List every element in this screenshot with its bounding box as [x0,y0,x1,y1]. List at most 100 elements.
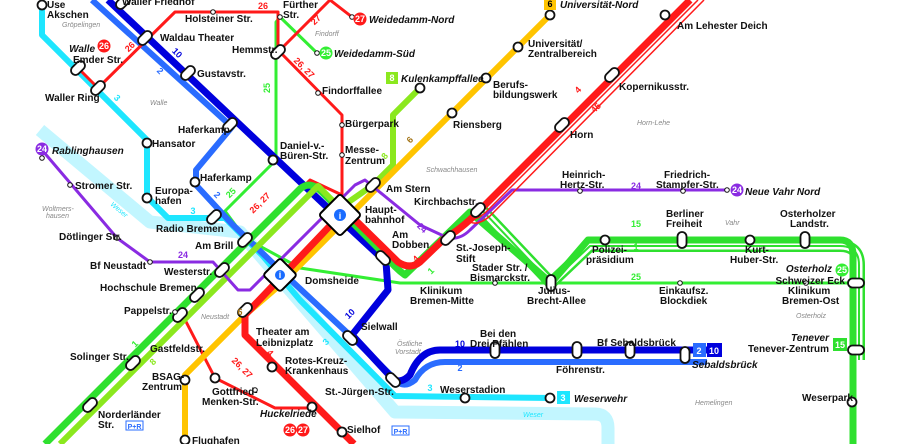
terminus-sebaldsbrueck[interactable]: Sebaldsbrück [692,360,758,371]
station-label[interactable]: Am Brill [195,241,234,252]
line-2[interactable] [89,0,707,388]
line-1[interactable] [42,181,857,444]
station-marker[interactable] [147,259,153,265]
station-marker[interactable] [277,14,283,20]
station-label[interactable]: Gastfeldstr. [150,344,205,355]
station-label[interactable]: Universität/ [528,39,583,50]
station-label[interactable]: St.-Joseph- [456,243,510,254]
station-marker[interactable] [847,344,865,356]
station-label[interactable]: Fürther [283,0,318,11]
station-marker[interactable] [315,90,321,96]
station-label[interactable]: Am Lehester Deich [677,21,768,32]
station-label[interactable]: Bremen-Mitte [410,296,474,307]
station-marker[interactable] [489,341,501,359]
line-45-a[interactable] [467,0,699,220]
station-marker[interactable] [577,188,583,194]
station-marker[interactable] [624,341,636,359]
terminus-weidedamm-nord[interactable]: Weidedamm-Nord [369,15,455,26]
station-label[interactable]: Bürgerpark [345,119,399,130]
station-marker[interactable] [571,341,583,359]
station-label[interactable]: Holsteiner Str. [185,14,253,25]
station-label[interactable]: Klinikum [420,286,462,297]
terminus-universitaet-nord[interactable]: Universität-Nord [560,0,639,11]
station-label[interactable]: Bei den [480,329,516,340]
station-label[interactable]: Stader Str. / [472,263,528,274]
station-label[interactable]: Föhrenstr. [556,365,605,376]
station-label[interactable]: Flughafen [192,436,240,444]
station-label[interactable]: Messe- [345,145,379,156]
station-label[interactable]: Kirchbachstr. [414,197,478,208]
station-label[interactable]: Use [47,0,66,11]
station-marker[interactable] [114,0,132,11]
station-label[interactable]: präsidium [586,255,634,266]
station-label[interactable]: Zentralbereich [528,49,597,60]
station-marker[interactable] [213,261,231,279]
line-27[interactable] [278,0,353,52]
station-label[interactable]: Friedrich- [664,170,710,181]
station-marker[interactable] [136,29,154,47]
station-marker[interactable] [603,66,621,84]
station-marker[interactable] [744,234,756,246]
station-label[interactable]: Brecht-Allee [527,296,586,307]
station-label[interactable]: Klinikum [788,286,830,297]
station-label[interactable]: Waller Friedhof [122,0,195,8]
station-label[interactable]: Kurt- [745,245,769,256]
station-label[interactable]: St.-Jürgen-Str. [325,387,394,398]
station-marker[interactable] [680,188,686,194]
terminus-weidedamm-sued[interactable]: Weidedamm-Süd [334,49,416,60]
station-marker[interactable] [544,9,556,21]
station-marker[interactable] [544,392,556,404]
station-label[interactable]: Einkaufsz. [659,286,709,297]
station-marker[interactable] [846,396,858,408]
station-label[interactable]: Huber-Str. [730,255,779,266]
station-marker[interactable] [469,201,487,219]
station-marker[interactable] [252,387,258,393]
station-label[interactable]: Bf Sebaldsbrück [597,338,676,349]
station-label[interactable]: Sielhof [347,425,381,436]
station-marker[interactable] [179,374,191,386]
station-label[interactable]: Haferkamp [178,125,230,136]
station-marker[interactable] [414,82,426,94]
station-label[interactable]: Waller Ring [45,93,100,104]
station-label[interactable]: Zentrum [345,156,385,167]
station-label[interactable]: Haupt- [365,205,397,216]
station-label[interactable]: Pappelstr. [124,306,172,317]
station-marker[interactable] [267,154,279,166]
station-marker[interactable] [124,354,142,372]
station-label[interactable]: Waldau Theater [160,33,234,44]
station-label[interactable]: Gustavstr. [197,69,246,80]
station-label[interactable]: Stift [456,254,476,265]
station-label[interactable]: bahnhof [365,215,405,226]
station-label[interactable]: Freiheit [666,219,703,230]
station-label[interactable]: Weserpark [802,393,853,404]
station-label[interactable]: Landstr. [790,219,829,230]
station-label[interactable]: Findorffallee [322,86,382,97]
station-marker[interactable] [266,361,278,373]
station-label[interactable]: hafen [155,196,182,207]
station-marker[interactable] [799,231,811,249]
station-label[interactable]: Hemmstr. [232,45,278,56]
station-marker[interactable] [81,396,99,414]
station-label[interactable]: Blockdiek [660,296,708,307]
station-label[interactable]: Bremen-Ost [782,296,840,307]
station-label[interactable]: Schweizer Eck [776,276,846,287]
terminus-kulenkampffallee[interactable]: Kulenkampffallee [401,74,484,85]
station-marker[interactable] [512,41,524,53]
station-label[interactable]: Leibnizplatz [256,338,313,349]
station-marker[interactable] [341,329,359,347]
station-label[interactable]: Stampfer-Str. [656,180,719,191]
station-label[interactable]: Daniel-v.- [280,141,324,152]
station-marker[interactable] [188,286,206,304]
station-label[interactable]: Akschen [47,10,89,21]
station-marker[interactable] [599,234,611,246]
station-label[interactable]: Norderländer [98,410,161,421]
terminus-tenever[interactable]: Tenever [791,333,830,344]
station-label[interactable]: Dobben [392,240,429,251]
station-label[interactable]: Hertz-Str. [560,180,605,191]
station-label[interactable]: Am [392,230,408,241]
station-label[interactable]: Osterholzer [780,209,836,220]
terminus-walle[interactable]: Walle [69,44,95,55]
station-marker[interactable] [221,116,239,134]
station-marker[interactable] [189,176,201,188]
station-marker[interactable] [314,50,320,56]
